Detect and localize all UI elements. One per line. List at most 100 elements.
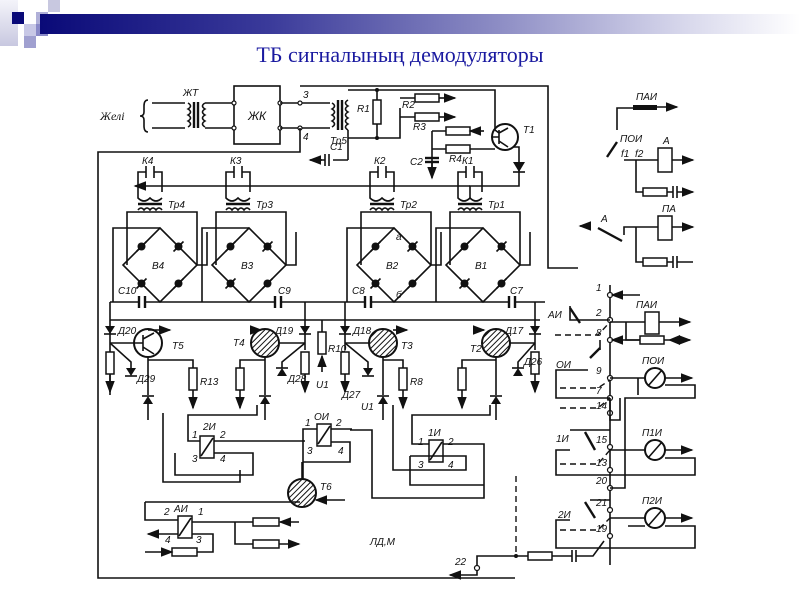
transistor-t6 bbox=[287, 462, 345, 508]
bridge-label: В4 bbox=[152, 261, 165, 272]
diode-label: Д29 bbox=[136, 374, 156, 385]
line-wires bbox=[152, 102, 185, 129]
terminal-label: 21 bbox=[595, 498, 607, 509]
bridge-node-b: б bbox=[396, 289, 402, 301]
u1-label-b: U1 bbox=[361, 402, 374, 413]
terminal-22-label: 22 bbox=[454, 557, 467, 568]
r3-label: R3 bbox=[413, 122, 426, 133]
resistor bbox=[398, 367, 408, 391]
relay-pai bbox=[644, 311, 660, 335]
relay-2i: 2И 1 2 3 4 bbox=[162, 405, 305, 483]
capacitor-c10: С10 bbox=[118, 286, 147, 308]
terminal-label: 1 bbox=[596, 283, 602, 294]
wire bbox=[476, 555, 530, 568]
relay-2i-label: 2И bbox=[202, 422, 217, 433]
slide-title: ТБ сигналының демодуляторы bbox=[256, 42, 544, 67]
filter-label: К1 bbox=[462, 156, 473, 167]
transistor-label: Т5 bbox=[172, 341, 184, 352]
diode-collector bbox=[259, 395, 271, 404]
diode-d19 bbox=[299, 326, 311, 335]
cap-label: С9 bbox=[278, 286, 291, 297]
resistor-bottom bbox=[527, 551, 553, 561]
diode-label: Д26 bbox=[523, 357, 543, 368]
diode-collector bbox=[490, 395, 502, 404]
arrow bbox=[448, 570, 478, 580]
r4-label: R4 bbox=[449, 154, 462, 165]
line-transformer bbox=[186, 102, 207, 128]
terminal-label: 13 bbox=[596, 458, 608, 469]
relay-oi: ОИ 1 2 3 4 bbox=[302, 412, 352, 485]
resistor-r10-branch: R10 bbox=[317, 320, 347, 372]
relay-2i-pin2: 2 bbox=[219, 430, 226, 441]
relay-2i-pin4: 4 bbox=[220, 454, 226, 465]
diode-d17 bbox=[529, 326, 541, 335]
wire-top-loop bbox=[300, 85, 578, 269]
contact-1i-label: 1И bbox=[556, 434, 570, 445]
poi-label: ПОИ bbox=[642, 356, 665, 367]
wire bbox=[205, 102, 234, 129]
transistor-t1 bbox=[491, 123, 519, 151]
brace bbox=[139, 99, 149, 133]
diode-collector bbox=[377, 395, 389, 404]
diode bbox=[512, 367, 524, 376]
transformer-label: Тр3 bbox=[256, 200, 273, 211]
relay-oi-pin3: 3 bbox=[307, 446, 313, 457]
terminal-label: 7 bbox=[596, 386, 602, 397]
capacitor-c1 bbox=[308, 154, 348, 166]
wire-outer-left bbox=[97, 128, 515, 579]
resistor-r1 bbox=[372, 99, 382, 125]
bridge-label: В1 bbox=[475, 261, 487, 272]
t1-label: Т1 bbox=[523, 125, 535, 136]
diode-label: Д17 bbox=[504, 326, 524, 337]
bridge-node-a: а bbox=[396, 232, 402, 243]
contact-2i-label: 2И bbox=[557, 510, 572, 521]
resistor-label: R8 bbox=[410, 377, 423, 388]
relay-ai-pin3: 3 bbox=[196, 535, 202, 546]
diode-d18 bbox=[339, 326, 351, 335]
transistor-label: Т2 bbox=[470, 344, 482, 355]
line-input-section: Желі ЖТ ЖК 3 4 Тр5 R1 bbox=[97, 85, 578, 579]
relay-1i: 1И 1 2 3 4 bbox=[350, 405, 491, 499]
diode-label: Д27 bbox=[341, 390, 361, 401]
resistor-upper-r4 bbox=[445, 126, 471, 136]
filter-label: К4 bbox=[142, 156, 154, 167]
diode-d20 bbox=[104, 326, 116, 335]
line-block-label: ЖК bbox=[247, 109, 267, 123]
terminal-22 bbox=[473, 564, 481, 572]
line-transformer-label: ЖТ bbox=[182, 88, 199, 99]
terminal-label: 2 bbox=[595, 308, 602, 319]
diode-label: Д28 bbox=[287, 374, 307, 385]
relay-1i-pin3: 3 bbox=[418, 460, 424, 471]
bridge-label: В2 bbox=[386, 261, 399, 272]
relay-ai-label: АИ bbox=[173, 504, 189, 515]
wire bbox=[431, 130, 495, 168]
resistor bbox=[105, 351, 115, 375]
filter-label: К2 bbox=[374, 156, 386, 167]
relay-oi-pin1: 1 bbox=[305, 418, 311, 429]
poi-contact bbox=[606, 141, 618, 158]
bridge-label: В3 bbox=[241, 261, 254, 272]
resistor-r10 bbox=[317, 331, 327, 355]
relay-oi-label: ОИ bbox=[314, 412, 330, 423]
relay-ai: 2 АИ 1 4 3 bbox=[144, 501, 301, 557]
transistor-label: Т3 bbox=[401, 341, 413, 352]
corner-square-light-4 bbox=[24, 36, 36, 48]
terminal-label: 14 bbox=[596, 401, 608, 412]
resistor-label: R13 bbox=[200, 377, 219, 388]
wire bbox=[280, 102, 330, 129]
relay-2i-pin3: 3 bbox=[192, 454, 198, 465]
diode-label: Д20 bbox=[117, 326, 137, 337]
pa-label: ПА bbox=[662, 204, 676, 215]
filter-label: К3 bbox=[230, 156, 242, 167]
resistor-r2 bbox=[414, 93, 440, 103]
cap-label: С7 bbox=[510, 286, 523, 297]
diode bbox=[125, 368, 137, 377]
p2i-label: П2И bbox=[642, 496, 663, 507]
relay-ai-pin4: 4 bbox=[165, 535, 171, 546]
capacitor-c2 bbox=[425, 156, 439, 180]
t6-label: Т6 bbox=[320, 482, 332, 493]
